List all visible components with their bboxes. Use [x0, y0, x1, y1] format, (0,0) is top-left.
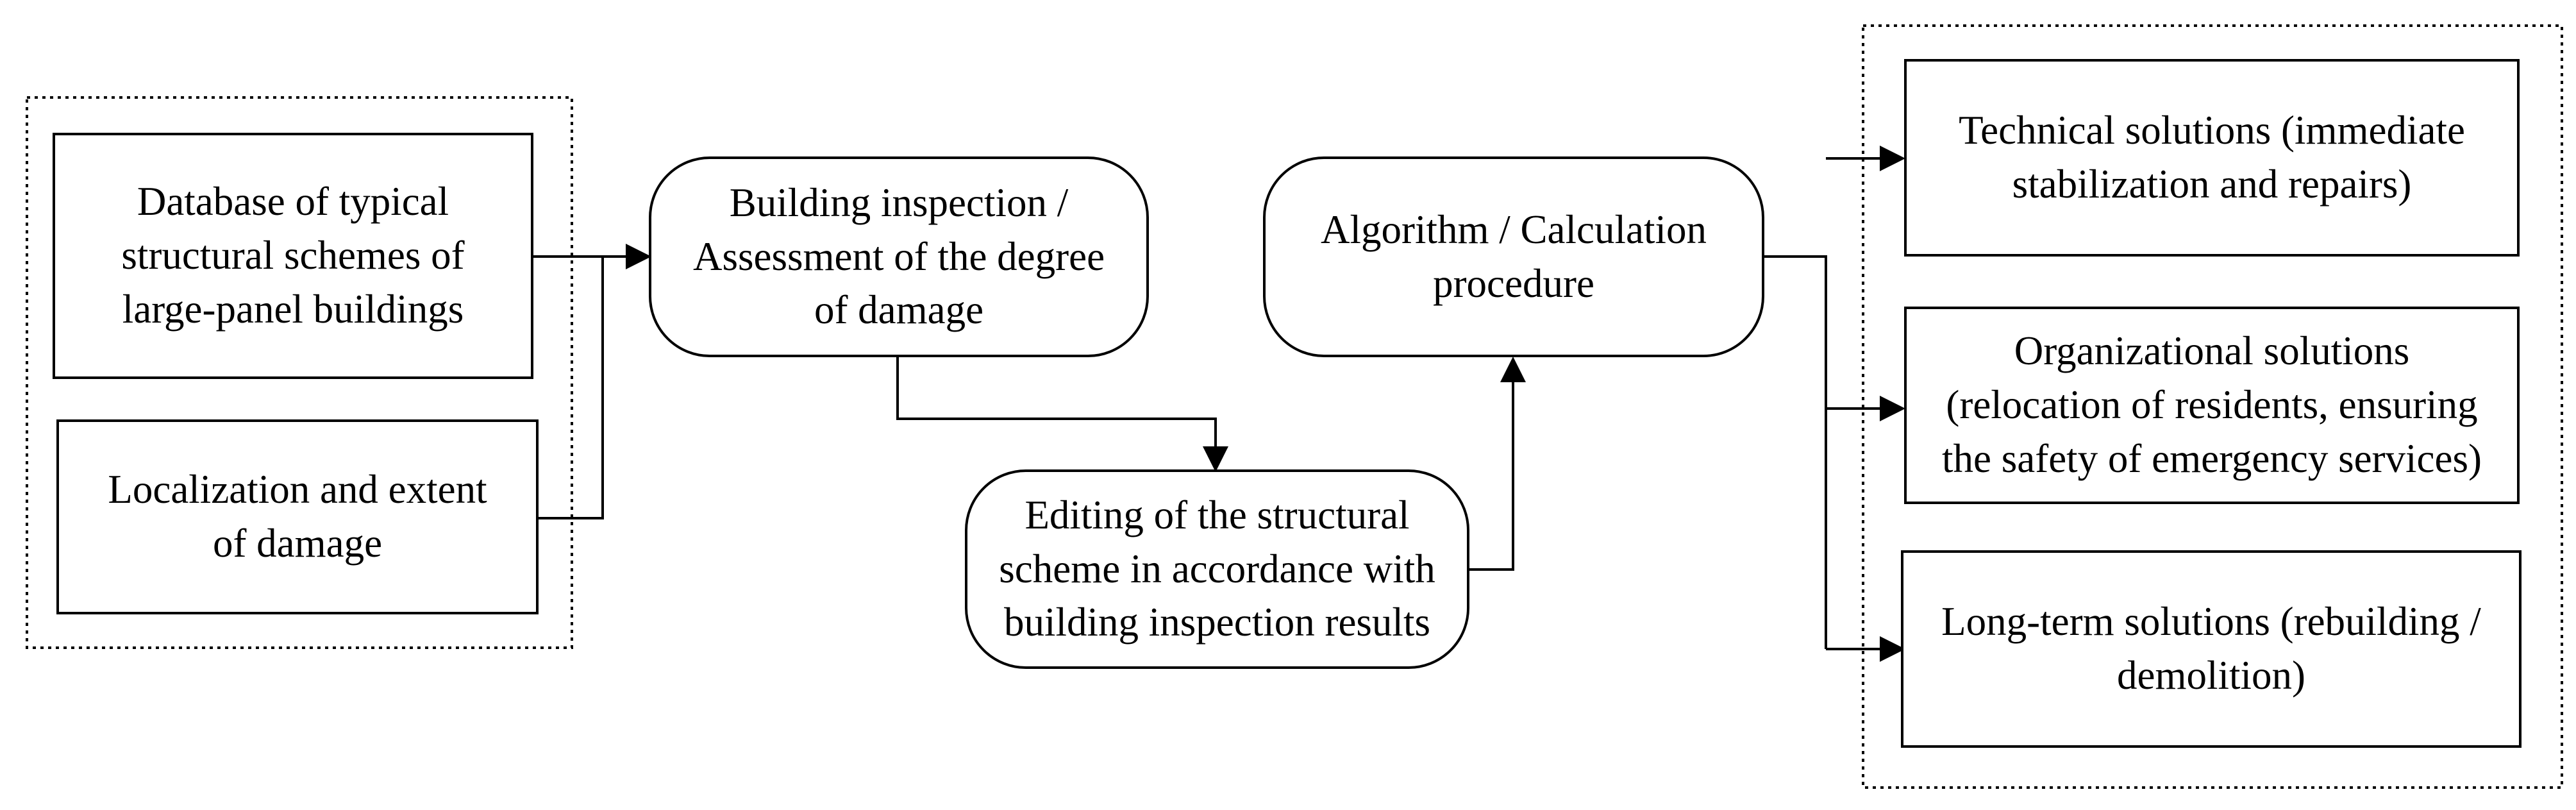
localization-label: Localization and extent of damage	[108, 467, 487, 566]
algorithm-label: Algorithm / Calculation procedure	[1321, 207, 1707, 306]
algorithm-node: Algorithm / Calculation procedure	[1263, 156, 1764, 357]
database-node: Database of typical structural schemes o…	[53, 133, 533, 379]
edge-inspection-to-editing	[896, 356, 1228, 472]
inspection-label: Building inspection / Assessment of the …	[692, 180, 1105, 333]
input-group-frame	[26, 96, 573, 649]
technical-solutions-node: Technical solutions (immediate stabiliza…	[1904, 59, 2520, 257]
inspection-node: Building inspection / Assessment of the …	[649, 156, 1149, 357]
edge-editing-to-algorithm	[1468, 357, 1526, 571]
edge-algorithm-trunk	[1763, 255, 1827, 649]
editing-label: Editing of the structural scheme in acco…	[999, 492, 1435, 645]
organizational-solutions-label: Organizational solutions (relocation of …	[1942, 328, 2482, 481]
editing-node: Editing of the structural scheme in acco…	[965, 469, 1469, 669]
localization-node: Localization and extent of damage	[56, 419, 539, 614]
organizational-solutions-node: Organizational solutions (relocation of …	[1904, 307, 2520, 504]
database-label: Database of typical structural schemes o…	[121, 179, 465, 332]
solutions-group-frame	[1862, 24, 2563, 789]
technical-solutions-label: Technical solutions (immediate stabiliza…	[1959, 108, 2465, 207]
edge-localization-to-inspection	[539, 257, 604, 519]
longterm-solutions-label: Long-term solutions (rebuilding / demoli…	[1941, 599, 2481, 698]
longterm-solutions-node: Long-term solutions (rebuilding / demoli…	[1901, 550, 2522, 748]
